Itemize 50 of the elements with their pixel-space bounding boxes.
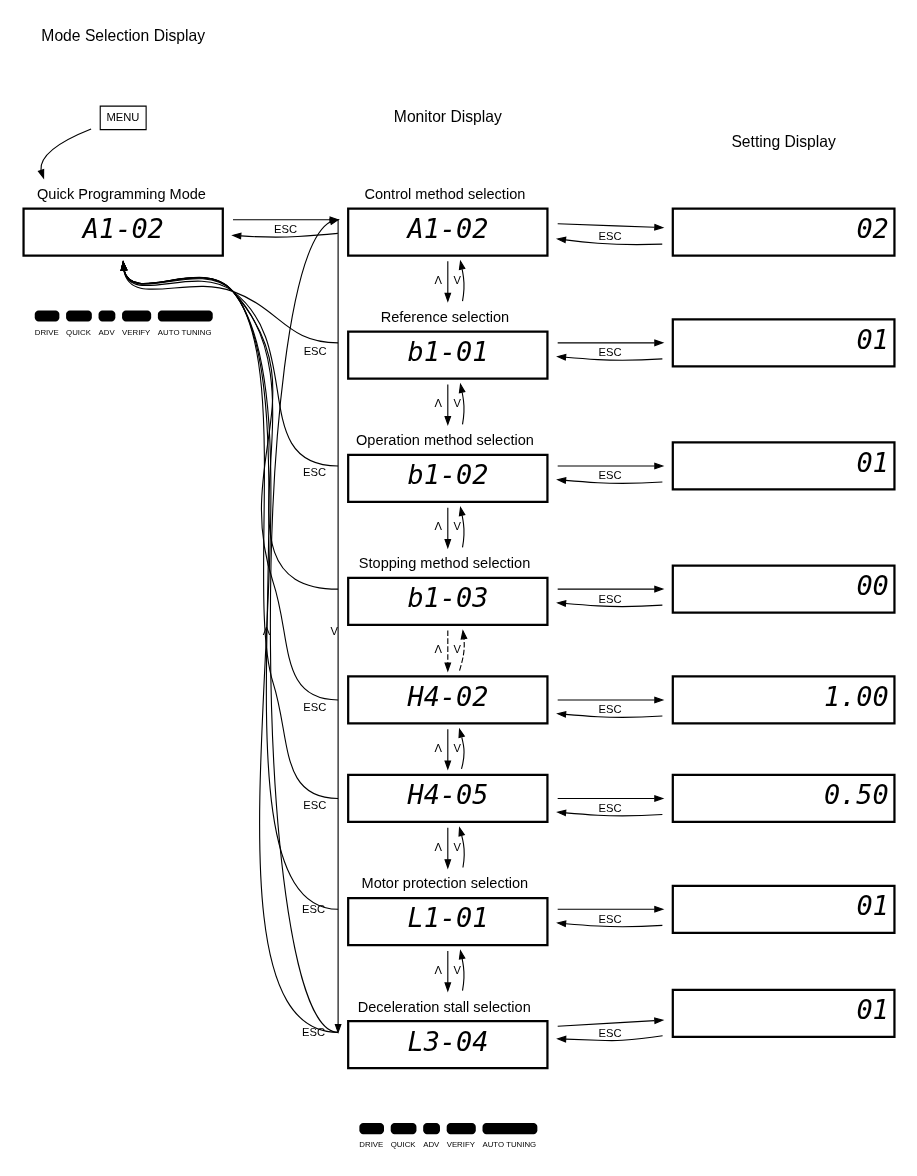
label: Monitor Display — [393, 107, 502, 125]
label: VERIFY — [446, 1140, 475, 1150]
label: VERIFY — [121, 327, 150, 337]
edge-label: Λ — [434, 520, 442, 533]
edge-label: ESC — [302, 465, 326, 478]
node-label: Reference selection — [380, 309, 509, 326]
node-label: Deceleration stall selection — [357, 998, 531, 1015]
label: ADV — [98, 327, 115, 337]
edge-label: Λ — [434, 397, 442, 410]
edge-label: V — [453, 963, 461, 976]
edge-label: V — [453, 643, 461, 656]
edge-label: ESC — [598, 229, 622, 242]
edge-label: ESC — [598, 592, 622, 605]
edge-label: ESC — [598, 801, 622, 814]
edge-label: Λ — [434, 643, 442, 656]
label: Mode Selection Display — [40, 27, 205, 45]
label: Setting Display — [730, 132, 836, 150]
edge-label: ESC — [598, 346, 622, 359]
edge-label: ESC — [273, 223, 297, 236]
edge-label: Λ — [434, 274, 442, 287]
edge-label: ESC — [302, 700, 326, 713]
edge-label: ESC — [302, 799, 326, 812]
label: QUICK — [390, 1140, 416, 1150]
edge-label: ESC — [303, 344, 327, 357]
label: AUTO TUNING — [482, 1140, 536, 1150]
edge-label: ESC — [301, 1026, 325, 1039]
edge-label: V — [329, 624, 338, 637]
edge-label: V — [453, 274, 461, 287]
label: AUTO TUNING — [157, 327, 212, 337]
edge-label: Λ — [434, 741, 442, 754]
edge-label: Λ — [434, 840, 442, 853]
edge-label: V — [453, 520, 461, 533]
label: DRIVE — [358, 1140, 383, 1150]
edge-label: ESC — [598, 469, 622, 482]
edge-label: ESC — [598, 912, 622, 925]
node-label: Quick Programming Mode — [36, 185, 206, 202]
label: QUICK — [65, 327, 91, 337]
label: DRIVE — [34, 327, 59, 337]
edge-label: V — [453, 741, 461, 754]
node-label: Motor protection selection — [361, 875, 528, 892]
edge-label: ESC — [598, 1026, 622, 1039]
edge-label: ESC — [598, 703, 622, 716]
edge-label: ESC — [301, 903, 325, 916]
edge-label: V — [453, 840, 461, 853]
label: ADV — [422, 1140, 439, 1150]
edge-label: Λ — [434, 963, 442, 976]
node-label: Stopping method selection — [358, 555, 530, 572]
edge-label: V — [453, 397, 461, 410]
node-label: Control method selection — [363, 185, 525, 202]
node-label: Operation method selection — [355, 432, 534, 449]
